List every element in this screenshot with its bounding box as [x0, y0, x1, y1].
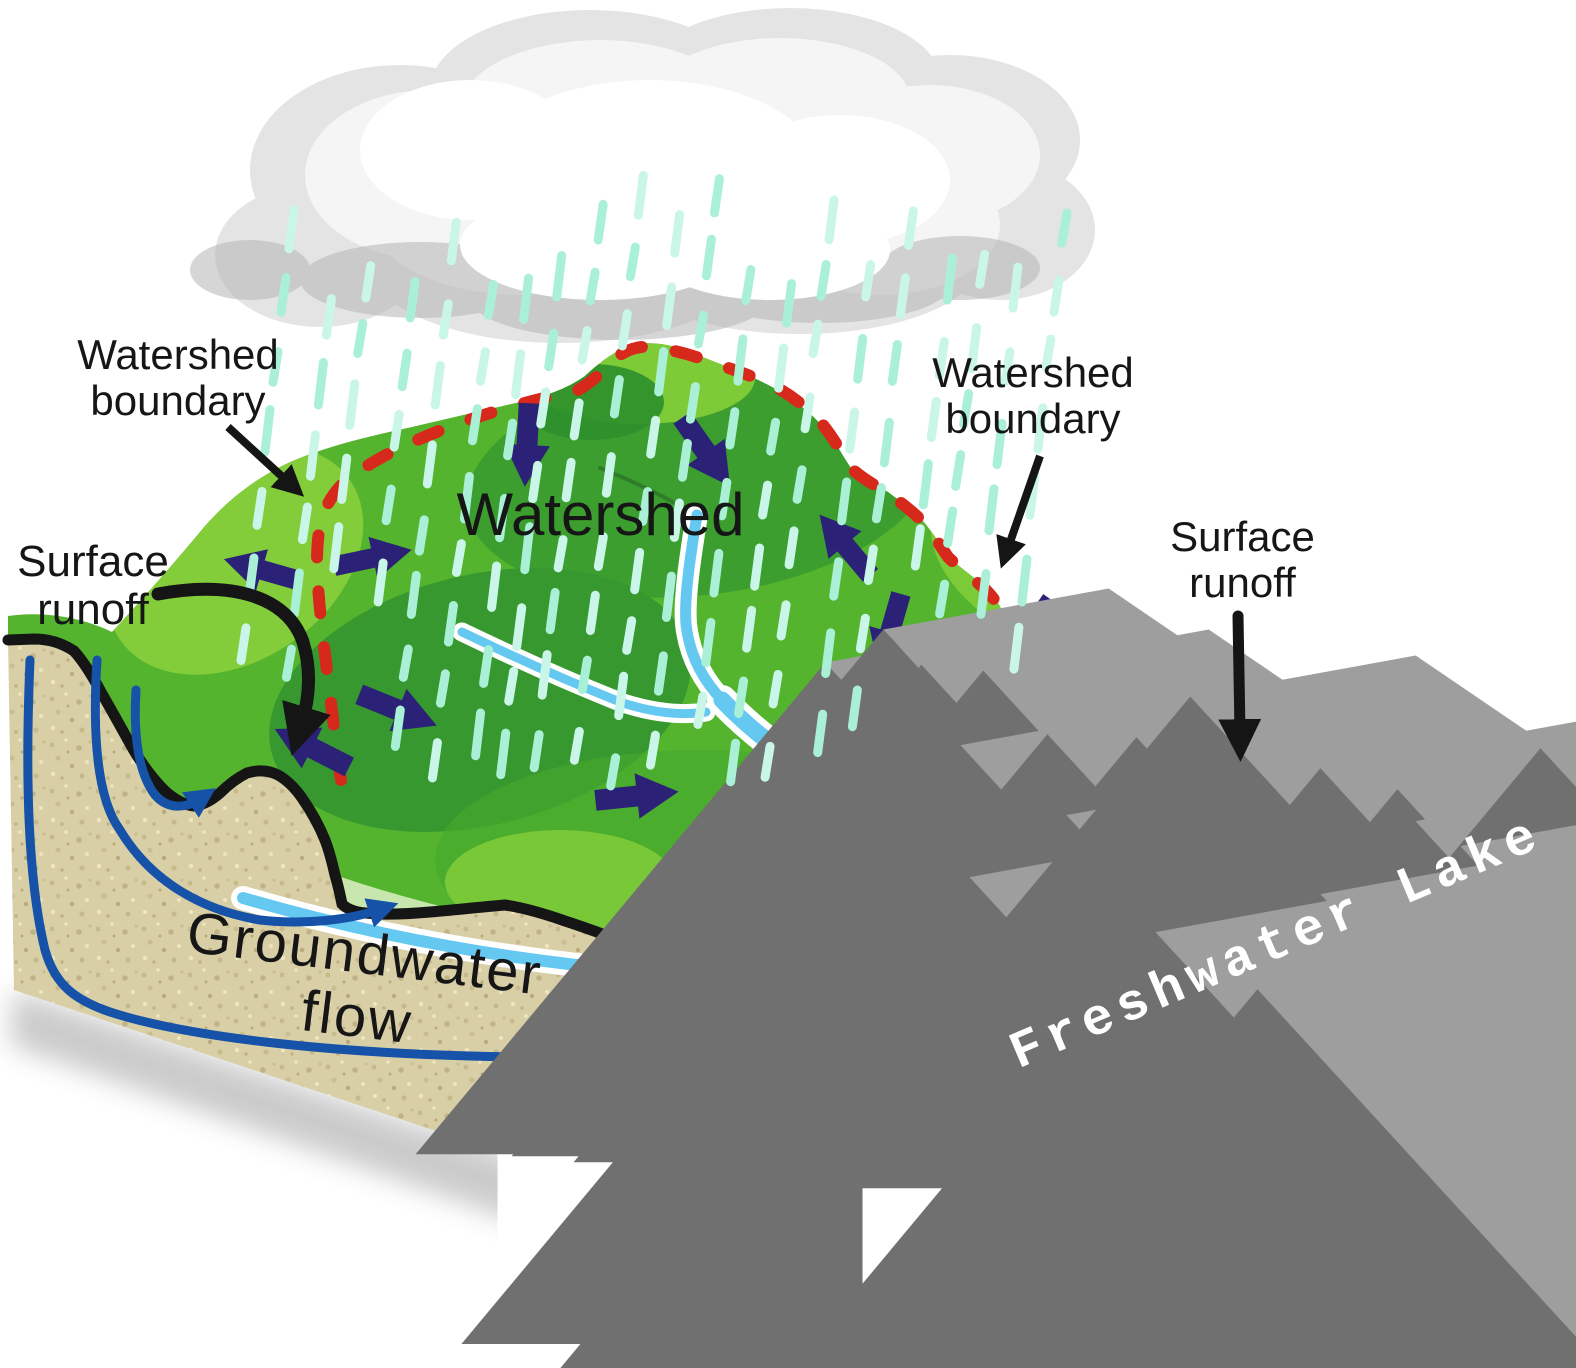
surface-runoff-right-arrow — [1218, 610, 1262, 763]
watershed-boundary-right-arrow — [996, 454, 1044, 569]
surface-runoff-left-label: Surface runoff — [17, 537, 169, 635]
watershed-boundary-dash-icon — [311, 340, 1544, 808]
watershed-boundary-left-arrow — [225, 424, 305, 497]
rain-cloud-icon — [190, 8, 1095, 343]
surface-runoff-right-label: Surface runoff — [1170, 513, 1315, 607]
watershed-title-label: Watershed — [456, 481, 745, 548]
watershed-boundary-left-label: Watershed boundary — [77, 331, 279, 425]
annotation-arrows — [151, 424, 1262, 763]
surface-runoff-left-arrow — [151, 582, 331, 756]
rain-dash-icon — [236, 170, 1072, 791]
watershed-boundary-right-label: Watershed boundary — [932, 349, 1134, 443]
